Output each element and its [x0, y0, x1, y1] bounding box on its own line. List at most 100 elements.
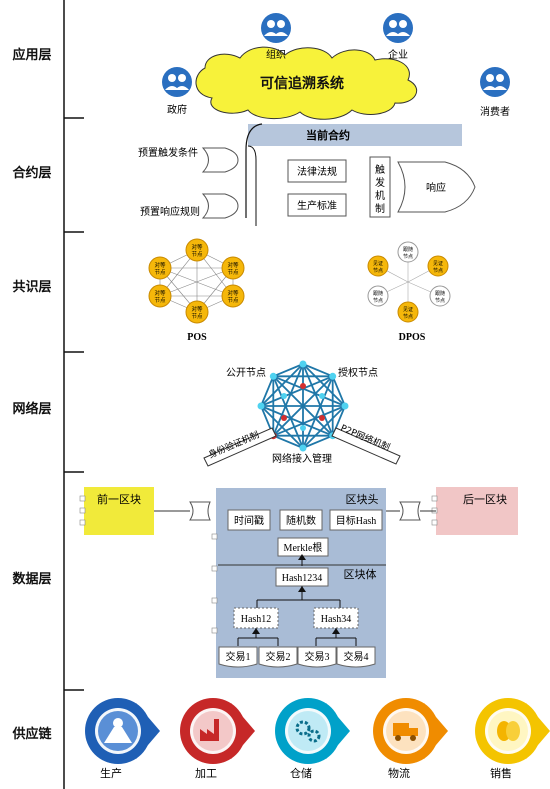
dpos-node-label: 跟随 — [435, 290, 445, 297]
supply-label: 生产 — [100, 766, 122, 780]
enterprise-icon — [383, 13, 413, 43]
network-link — [272, 363, 304, 378]
org-icon — [261, 13, 291, 43]
response-label: 响应 — [426, 181, 446, 194]
public-node — [299, 444, 307, 452]
consumer-label: 消费者 — [480, 105, 510, 118]
network-link — [302, 363, 334, 378]
dpos-node-label-2: 节点 — [373, 268, 383, 274]
law-box — [287, 159, 347, 183]
peer-node — [221, 284, 245, 308]
dpos-node-label: 见证 — [373, 260, 383, 267]
dpos-node-label-2: 节点 — [433, 268, 443, 274]
peer-node-label-2: 节点 — [191, 250, 203, 258]
dpos-node-label-2: 节点 — [403, 254, 413, 260]
supply-label: 物流 — [388, 766, 410, 780]
hash1234-label: Hash1234 — [282, 573, 323, 584]
inner-node — [281, 393, 287, 399]
transaction-box — [218, 646, 258, 668]
sun-icon — [98, 711, 138, 751]
supply-label: 加工 — [195, 767, 217, 780]
government-label: 政府 — [167, 103, 187, 116]
layer-label-supply: 供应链 — [12, 727, 52, 742]
response-output-shape — [397, 161, 476, 213]
truck-icon — [386, 711, 426, 751]
factory-icon — [193, 711, 233, 751]
contract-title: 当前合约 — [306, 128, 350, 142]
target-hash-label: 目标Hash — [336, 515, 377, 527]
auth-node-label: 授权节点 — [338, 366, 378, 379]
application-layer: 可信追溯系统 组织 企业 政府 消费者 — [162, 13, 510, 120]
coin-icon — [488, 711, 528, 751]
prev-block-label: 前一区块 — [97, 492, 141, 506]
law-label: 法律法规 — [297, 165, 337, 178]
consumer-icon — [480, 67, 510, 97]
data-layer: 前一区块 后一区块 区块头 区块体 时间戳 随机数 目标Hash Merkle根… — [79, 487, 518, 678]
follower-node — [367, 285, 389, 307]
network-link — [272, 375, 304, 449]
transaction-label: 交易4 — [344, 650, 369, 663]
dpos-node-label-2: 节点 — [403, 314, 413, 320]
peer-node-label-2: 节点 — [191, 312, 203, 320]
access-label: 网络接入管理 — [272, 452, 332, 465]
preset-trigger-label: 预置触发条件 — [138, 146, 198, 159]
layer-label-contract: 合约层 — [12, 166, 52, 181]
timestamp-label: 时间戳 — [234, 514, 264, 527]
follower-node — [429, 285, 451, 307]
peer-node-label-2: 节点 — [154, 268, 166, 276]
network-layer — [257, 360, 349, 452]
block-body-label: 区块体 — [344, 567, 377, 581]
peer-node — [185, 238, 209, 262]
cloud-shape — [195, 46, 418, 120]
dpos-node-label-2: 节点 — [435, 298, 445, 304]
inner-node — [300, 383, 306, 389]
trigger-mechanism-box — [369, 156, 391, 218]
trigger-char-3: 机 — [375, 189, 385, 202]
peer-node-label: 对等 — [191, 305, 203, 313]
preset-response-label: 预置响应规则 — [140, 205, 200, 218]
peer-node-label: 对等 — [191, 243, 203, 251]
peer-node-label-2: 节点 — [154, 296, 166, 304]
public-node-label: 公开节点 — [226, 367, 266, 379]
peer-node — [148, 256, 172, 280]
network-link — [272, 375, 334, 437]
peer-node-label: 对等 — [227, 261, 239, 269]
hash12-label: Hash12 — [241, 614, 272, 625]
peer-node — [148, 284, 172, 308]
standard-box — [287, 193, 347, 217]
dpos-label: DPOS — [399, 332, 426, 343]
transaction-box — [258, 646, 298, 668]
supply-chain-layer: 生产加工仓储物流销售 — [85, 698, 550, 780]
pos-label: POS — [187, 332, 207, 343]
witness-node — [367, 255, 389, 277]
witness-node — [397, 301, 419, 323]
dpos-node-label-2: 节点 — [373, 298, 383, 304]
enterprise-label: 企业 — [388, 48, 408, 61]
public-node — [329, 372, 337, 380]
inner-node — [319, 415, 325, 421]
peer-node — [221, 256, 245, 280]
prev-block — [84, 487, 154, 535]
public-node — [269, 372, 277, 380]
layer-label-application: 应用层 — [12, 48, 52, 63]
government-icon — [162, 67, 192, 97]
next-block — [436, 487, 518, 535]
dpos-node-label: 跟随 — [403, 246, 413, 253]
peer-node-label-2: 节点 — [227, 268, 239, 276]
layer-label-data: 数据层 — [12, 572, 52, 587]
contract-layer: 当前合约 预置触发条件 预置响应规则 法律法规 生产标准 触 发 机 制 响应 — [138, 123, 476, 226]
block-header-label: 区块头 — [346, 493, 379, 506]
peer-node-label: 对等 — [154, 289, 166, 297]
network-link — [331, 375, 346, 407]
network-link — [260, 405, 304, 449]
identity-arrow: 身份验证机制 — [203, 427, 277, 467]
standard-label: 生产标准 — [297, 199, 337, 212]
witness-node — [427, 255, 449, 277]
trigger-char-1: 触 — [375, 163, 385, 176]
peer-node — [185, 300, 209, 324]
supply-label: 仓储 — [290, 766, 312, 780]
network-link — [260, 375, 275, 407]
public-node — [341, 402, 349, 410]
system-title: 可信追溯系统 — [260, 75, 344, 92]
